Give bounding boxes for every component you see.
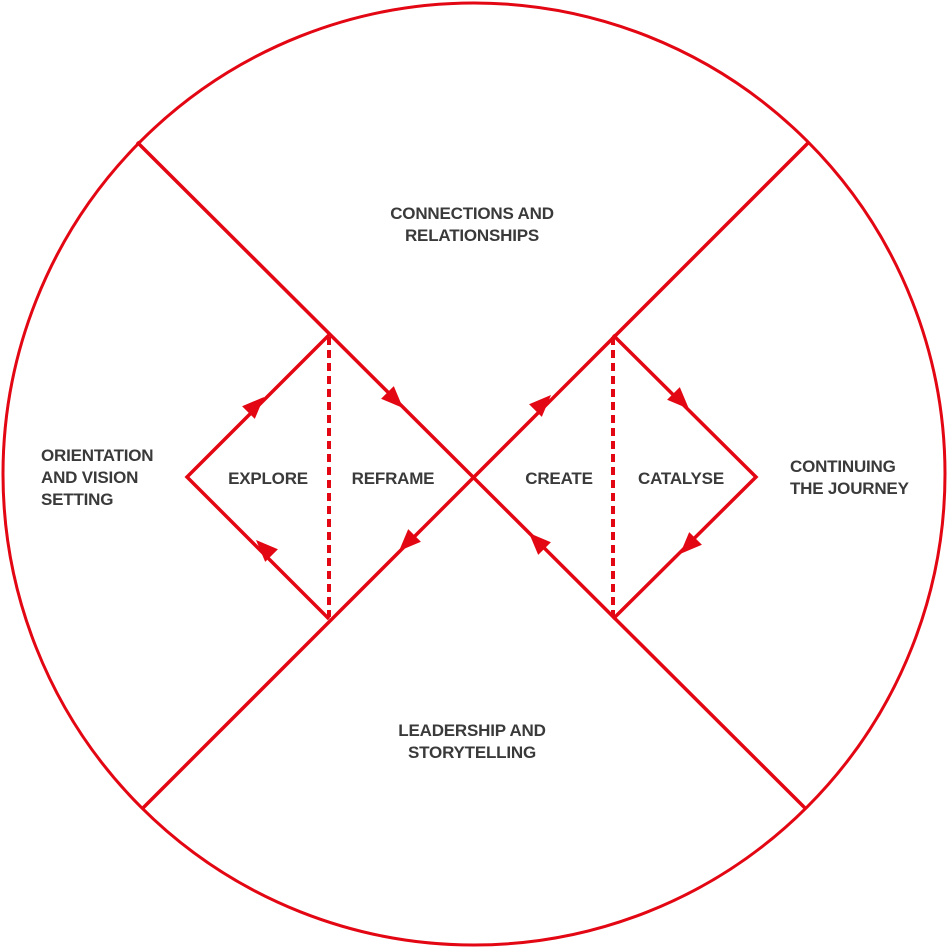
label-connections-relationships: CONNECTIONS AND RELATIONSHIPS [390, 203, 554, 247]
phase-create: CREATE [525, 469, 593, 488]
label-line: ORIENTATION [41, 446, 154, 465]
label-line: CONNECTIONS AND [390, 204, 554, 223]
diagonal-line-up [140, 140, 811, 811]
label-orientation-vision: ORIENTATION AND VISION SETTING [41, 445, 154, 511]
right-diamond-outline [611, 333, 759, 621]
label-line: SETTING [41, 490, 114, 509]
label-line: RELATIONSHIPS [404, 226, 540, 245]
arrowhead-icon [399, 529, 421, 551]
arrowhead-icon [667, 387, 689, 409]
phase-explore: EXPLORE [228, 469, 308, 488]
arrowhead-icon [256, 540, 278, 562]
label-line: AND VISION [41, 468, 139, 487]
label-line: LEADERSHIP AND [398, 721, 546, 740]
label-leadership-storytelling: LEADERSHIP AND STORYTELLING [398, 720, 546, 764]
label-line: THE JOURNEY [790, 479, 909, 498]
arrowhead-icon [381, 386, 403, 408]
left-diamond-outline [184, 333, 331, 621]
label-line: STORYTELLING [408, 743, 536, 762]
phase-reframe: REFRAME [351, 469, 435, 488]
arrowhead-icon [529, 395, 551, 417]
label-line: CONTINUING [790, 457, 896, 476]
diagonal-line-down [135, 140, 808, 811]
arrowhead-icon [680, 532, 702, 554]
phase-catalyse: CATALYSE [638, 469, 724, 488]
arrowhead-icon [529, 533, 551, 555]
arrowhead-icon [242, 397, 264, 419]
label-continuing-journey: CONTINUING THE JOURNEY [790, 456, 909, 500]
